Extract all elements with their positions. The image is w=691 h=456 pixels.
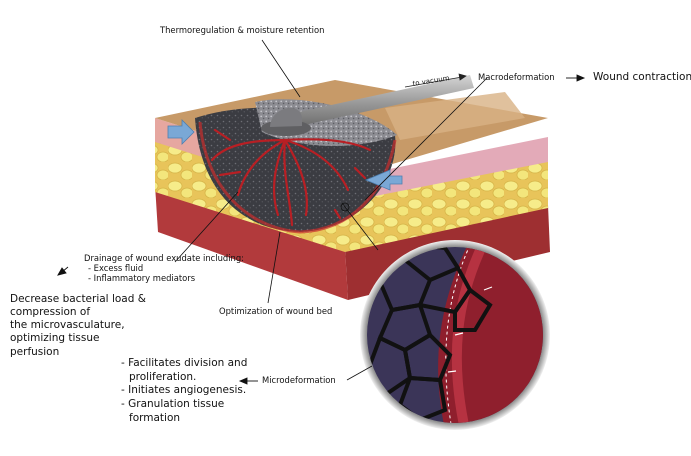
- bacterial-load-label: Decrease bacterial load & compression of…: [10, 293, 146, 359]
- wound-contraction-label: Wound contraction: [593, 71, 691, 83]
- tube-body: [285, 75, 474, 128]
- skin-drape-highlight: [385, 92, 525, 140]
- drainage-label-block: Drainage of wound exudate including: - E…: [84, 253, 244, 283]
- connector-dome: [270, 107, 302, 127]
- leader-lines: [174, 39, 488, 381]
- optimization-label: Optimization of wound bed: [219, 306, 333, 316]
- drainage-title: Drainage of wound exudate including:: [84, 253, 245, 263]
- magnified-view: [360, 240, 550, 430]
- micro-effect-line-2: proliferation.: [129, 370, 197, 383]
- drainage-flow-lines: [210, 128, 372, 227]
- wound-foam: [195, 99, 397, 234]
- macrodeformation-label: Macrodeformation: [478, 72, 555, 82]
- drainage-item-inflammatory-mediators: - Inflammatory mediators: [88, 273, 196, 284]
- bacterial-load-line-2: compression of: [10, 306, 91, 319]
- bacterial-load-line-1: Decrease bacterial load &: [10, 293, 146, 305]
- micro-arrows: [447, 286, 493, 373]
- micro-effect-line-3: - Initiates angiogenesis.: [121, 384, 247, 397]
- vacuum-tube: [261, 75, 474, 136]
- flow-arrow-left: [167, 119, 195, 145]
- right-fat-layer: [345, 160, 548, 252]
- bacterial-load-line-4: optimizing tissue: [10, 332, 100, 345]
- bacterial-load-line-3: the microvasculature,: [10, 319, 125, 332]
- right-epidermis-layer: [345, 137, 548, 202]
- micro-effect-line-5: formation: [129, 411, 181, 424]
- bacterial-load-line-5: perfusion: [10, 345, 60, 358]
- micro-effect-line-1: - Facilitates division and: [121, 357, 248, 369]
- microdeformation-label: Microdeformation: [262, 375, 336, 385]
- drainage-item-excess-fluid: - Excess fluid: [88, 263, 144, 274]
- micro-effects-label: - Facilitates division and proliferation…: [121, 357, 247, 425]
- front-muscle-layer: [155, 185, 348, 300]
- thermoregulation-label: Thermoregulation & moisture retention: [160, 25, 325, 35]
- label-arrows: [57, 74, 586, 385]
- wound-bed-edge: [198, 121, 397, 234]
- flow-arrow-right: [364, 169, 403, 191]
- micro-effect-line-4: - Granulation tissue: [121, 397, 225, 410]
